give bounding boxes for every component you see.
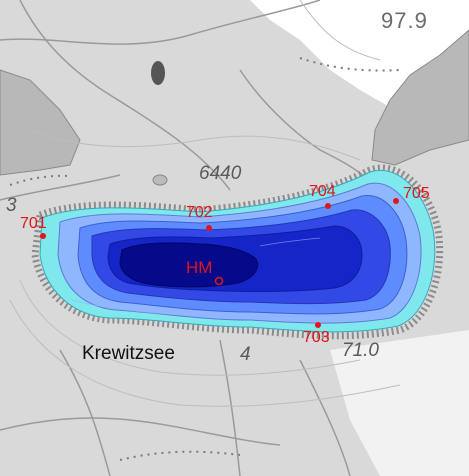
shoreline-hatch: [31, 164, 444, 340]
topo-label-6440: 6440: [199, 163, 242, 184]
station-label-705: 705: [403, 185, 430, 202]
neighbor-lake-west: [0, 69, 81, 176]
topo-label-3: 3: [6, 195, 17, 216]
contour-lines: [9, 0, 401, 407]
station-label-703: 703: [303, 329, 330, 346]
station-label-704: 704: [309, 183, 336, 200]
station-marker-701[interactable]: [40, 233, 46, 239]
pond-small: [152, 174, 168, 186]
station-marker-704[interactable]: [325, 203, 331, 209]
deepest-point-label: HM: [186, 258, 213, 277]
dotted-paths: [9, 57, 401, 461]
road-network: [0, 0, 381, 476]
lake-name-label: Krewitzsee: [82, 343, 175, 364]
station-label-702: 702: [186, 204, 213, 221]
pond-north: [151, 61, 165, 85]
station-marker-702[interactable]: [206, 225, 212, 231]
open-land-area-south: [330, 330, 469, 476]
station-marker-705[interactable]: [393, 198, 399, 204]
lake-depth-zone-deepest: [119, 242, 259, 288]
topo-label-4: 4: [240, 344, 251, 365]
topo-label-97-9: 97.9: [381, 8, 428, 33]
deepest-point-marker[interactable]: [214, 276, 224, 286]
neighbor-lake-east: [371, 29, 469, 166]
station-label-701: 701: [20, 215, 47, 232]
topo-label-71-0: 71.0: [342, 340, 379, 361]
depth-contour-lines: [69, 189, 386, 318]
station-marker-703[interactable]: [315, 322, 321, 328]
